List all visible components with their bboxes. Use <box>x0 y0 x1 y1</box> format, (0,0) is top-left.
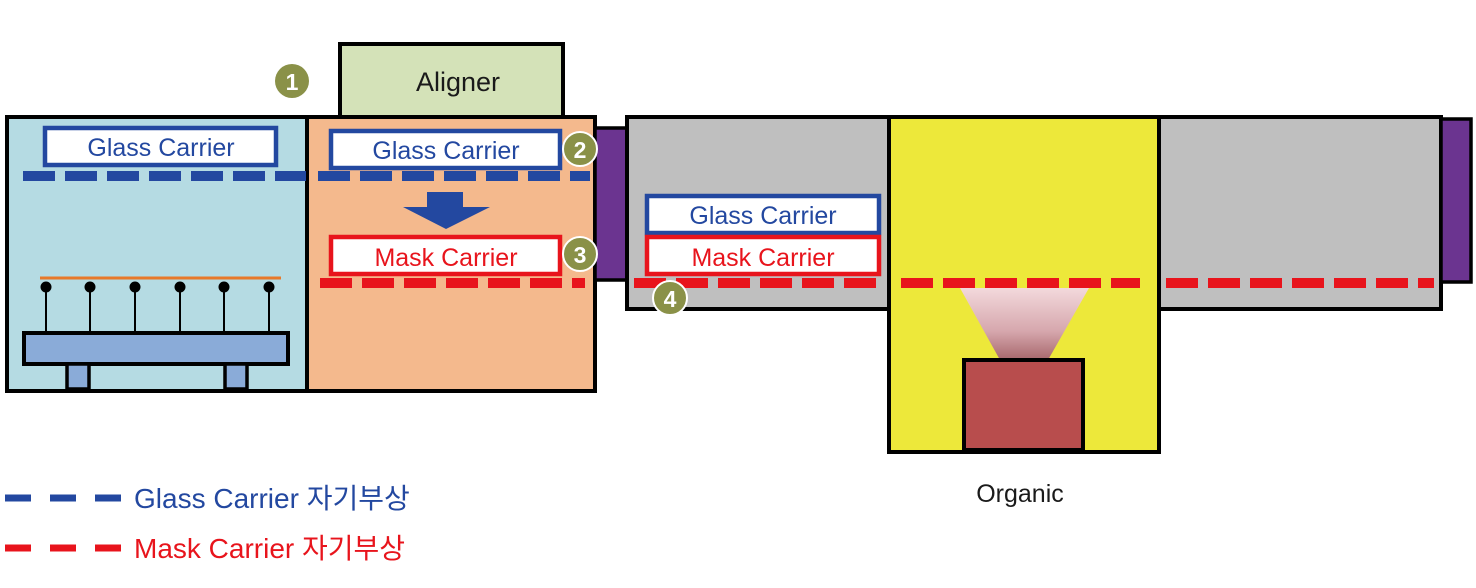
step-badge-3: 3 <box>562 236 598 272</box>
stage-leg <box>223 362 249 391</box>
organic-chamber <box>887 115 1161 454</box>
step-badge-4: 4 <box>652 280 688 316</box>
legend-label-glass: Glass Carrier 자기부상 <box>134 483 410 514</box>
carrier-label: Mask Carrier <box>374 244 517 272</box>
svg-text:2: 2 <box>574 137 587 163</box>
aligner-label: Aligner <box>416 67 500 97</box>
legend-label-mask: Mask Carrier 자기부상 <box>134 533 405 564</box>
mask-carrier-align: Mask Carrier <box>328 234 563 277</box>
glass-carrier-loadlock: Glass Carrier <box>42 125 279 168</box>
carrier-label: Glass Carrier <box>372 137 519 165</box>
svg-text:4: 4 <box>664 286 677 312</box>
evaporation-source <box>962 358 1085 452</box>
down-arrow-icon <box>403 192 490 229</box>
organic-label: Organic <box>976 480 1064 508</box>
carrier-label: Glass Carrier <box>689 202 836 230</box>
svg-text:3: 3 <box>574 242 587 268</box>
substrate-stage <box>22 276 290 391</box>
evaporation-plume <box>960 288 1089 360</box>
legend: Glass Carrier 자기부상 Mask Carrier 자기부상 <box>5 483 410 564</box>
step-badge-1: 1 <box>275 64 309 98</box>
stage-plate <box>22 331 290 366</box>
gate-valve-left <box>593 126 629 282</box>
lift-pins <box>40 281 275 333</box>
carrier-label: Mask Carrier <box>691 244 834 272</box>
legend-item-mask: Mask Carrier 자기부상 <box>5 533 405 564</box>
aligner-unit: Aligner <box>338 42 565 119</box>
mask-carrier-transfer: Mask Carrier <box>644 234 882 277</box>
legend-item-glass: Glass Carrier 자기부상 <box>5 483 410 514</box>
svg-text:1: 1 <box>286 69 299 95</box>
carrier-label: Glass Carrier <box>87 134 234 162</box>
step-badge-2: 2 <box>562 131 598 167</box>
stage-leg <box>65 362 91 391</box>
transfer-chamber-right <box>1157 115 1443 311</box>
gate-valve-right <box>1439 117 1473 284</box>
glass-carrier-transfer: Glass Carrier <box>644 193 882 236</box>
glass-carrier-align: Glass Carrier <box>328 128 563 171</box>
